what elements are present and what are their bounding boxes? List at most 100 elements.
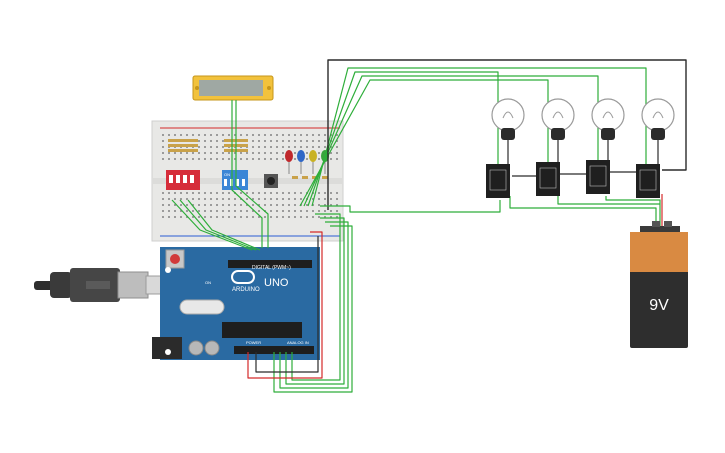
relay: [636, 164, 660, 198]
breadboard-hole: [198, 158, 200, 160]
breadboard-hole: [246, 204, 248, 206]
breadboard-hole: [210, 158, 212, 160]
reset-button-cap: [170, 254, 180, 264]
relay-marking: [589, 165, 607, 187]
bulb-glass: [491, 98, 525, 132]
breadboard-hole: [198, 146, 200, 148]
led: [309, 150, 317, 162]
breadboard-hole: [252, 210, 254, 212]
bulb-filament: [552, 111, 564, 119]
battery-terminals: [640, 226, 680, 236]
breadboard-hole: [186, 198, 188, 200]
breadboard-hole: [276, 198, 278, 200]
breadboard-hole: [306, 204, 308, 206]
relay: [486, 164, 510, 198]
breadboard-hole: [234, 210, 236, 212]
relay: [586, 160, 610, 194]
arduino-infinity-logo: [231, 270, 255, 284]
breadboard-hole: [258, 204, 260, 206]
breadboard-hole: [312, 146, 314, 148]
breadboard-hole: [288, 134, 290, 136]
breadboard-hole: [198, 198, 200, 200]
breadboard-hole: [318, 204, 320, 206]
breadboard-hole: [276, 152, 278, 154]
breadboard-hole: [258, 140, 260, 142]
breadboard-hole: [312, 134, 314, 136]
breadboard-hole: [264, 146, 266, 148]
breadboard-hole: [198, 204, 200, 206]
breadboard-hole: [210, 134, 212, 136]
breadboard-hole: [300, 140, 302, 142]
breadboard-hole: [204, 146, 206, 148]
breadboard-hole: [204, 158, 206, 160]
breadboard-hole: [240, 152, 242, 154]
breadboard-hole: [288, 198, 290, 200]
breadboard-hole: [228, 204, 230, 206]
breadboard-hole: [276, 204, 278, 206]
bulb-filament: [652, 111, 664, 119]
breadboard-hole: [222, 204, 224, 206]
breadboard-hole: [180, 216, 182, 218]
breadboard-hole: [186, 152, 188, 154]
breadboard-hole: [270, 140, 272, 142]
breadboard-hole: [300, 192, 302, 194]
breadboard-hole: [246, 210, 248, 212]
digital-header: [228, 260, 312, 268]
breadboard-hole: [228, 198, 230, 200]
breadboard-hole: [198, 192, 200, 194]
breadboard-hole: [168, 158, 170, 160]
pushbutton[interactable]: [264, 174, 278, 188]
breadboard-hole: [330, 204, 332, 206]
breadboard-hole: [162, 152, 164, 154]
breadboard-hole: [192, 216, 194, 218]
breadboard-hole: [282, 210, 284, 212]
breadboard-hole: [174, 204, 176, 206]
led: [285, 150, 293, 162]
bulb-base: [601, 128, 615, 140]
breadboard-hole: [270, 198, 272, 200]
breadboard-hole: [318, 210, 320, 212]
dip-switch-blue[interactable]: ON: [222, 170, 248, 190]
breadboard-hole: [300, 146, 302, 148]
breadboard-hole: [318, 134, 320, 136]
breadboard-hole: [234, 216, 236, 218]
breadboard-hole: [282, 146, 284, 148]
breadboard-hole: [246, 216, 248, 218]
breadboard-hole: [294, 210, 296, 212]
breadboard-hole: [210, 192, 212, 194]
breadboard-hole: [162, 146, 164, 148]
breadboard-hole: [258, 192, 260, 194]
breadboard-hole: [216, 152, 218, 154]
breadboard-hole: [252, 152, 254, 154]
breadboard-hole: [294, 146, 296, 148]
breadboard-hole: [204, 140, 206, 142]
breadboard-hole: [222, 134, 224, 136]
breadboard-hole: [270, 158, 272, 160]
breadboard-hole: [288, 192, 290, 194]
breadboard-hole: [180, 152, 182, 154]
analog-power-header: [234, 346, 314, 354]
breadboard-hole: [264, 134, 266, 136]
breadboard-hole: [300, 134, 302, 136]
breadboard-hole: [186, 216, 188, 218]
breadboard-hole: [204, 210, 206, 212]
breadboard-hole: [216, 146, 218, 148]
breadboard-hole: [288, 140, 290, 142]
breadboard-hole: [210, 210, 212, 212]
breadboard-hole: [180, 204, 182, 206]
breadboard-hole: [222, 210, 224, 212]
arduino-uno-board[interactable]: DIGITAL (PWM~) ARDUINO UNO POWER ANALOG …: [152, 247, 320, 360]
breadboard-hole: [168, 192, 170, 194]
breadboard-hole: [276, 192, 278, 194]
breadboard-hole: [174, 134, 176, 136]
breadboard-hole: [330, 192, 332, 194]
crystal: [179, 299, 225, 315]
dip-switch-red[interactable]: [166, 170, 200, 190]
breadboard-hole: [324, 192, 326, 194]
breadboard-hole: [330, 158, 332, 160]
bulb-base: [651, 128, 665, 140]
breadboard-hole: [198, 140, 200, 142]
breadboard-hole: [282, 216, 284, 218]
breadboard-hole: [324, 204, 326, 206]
